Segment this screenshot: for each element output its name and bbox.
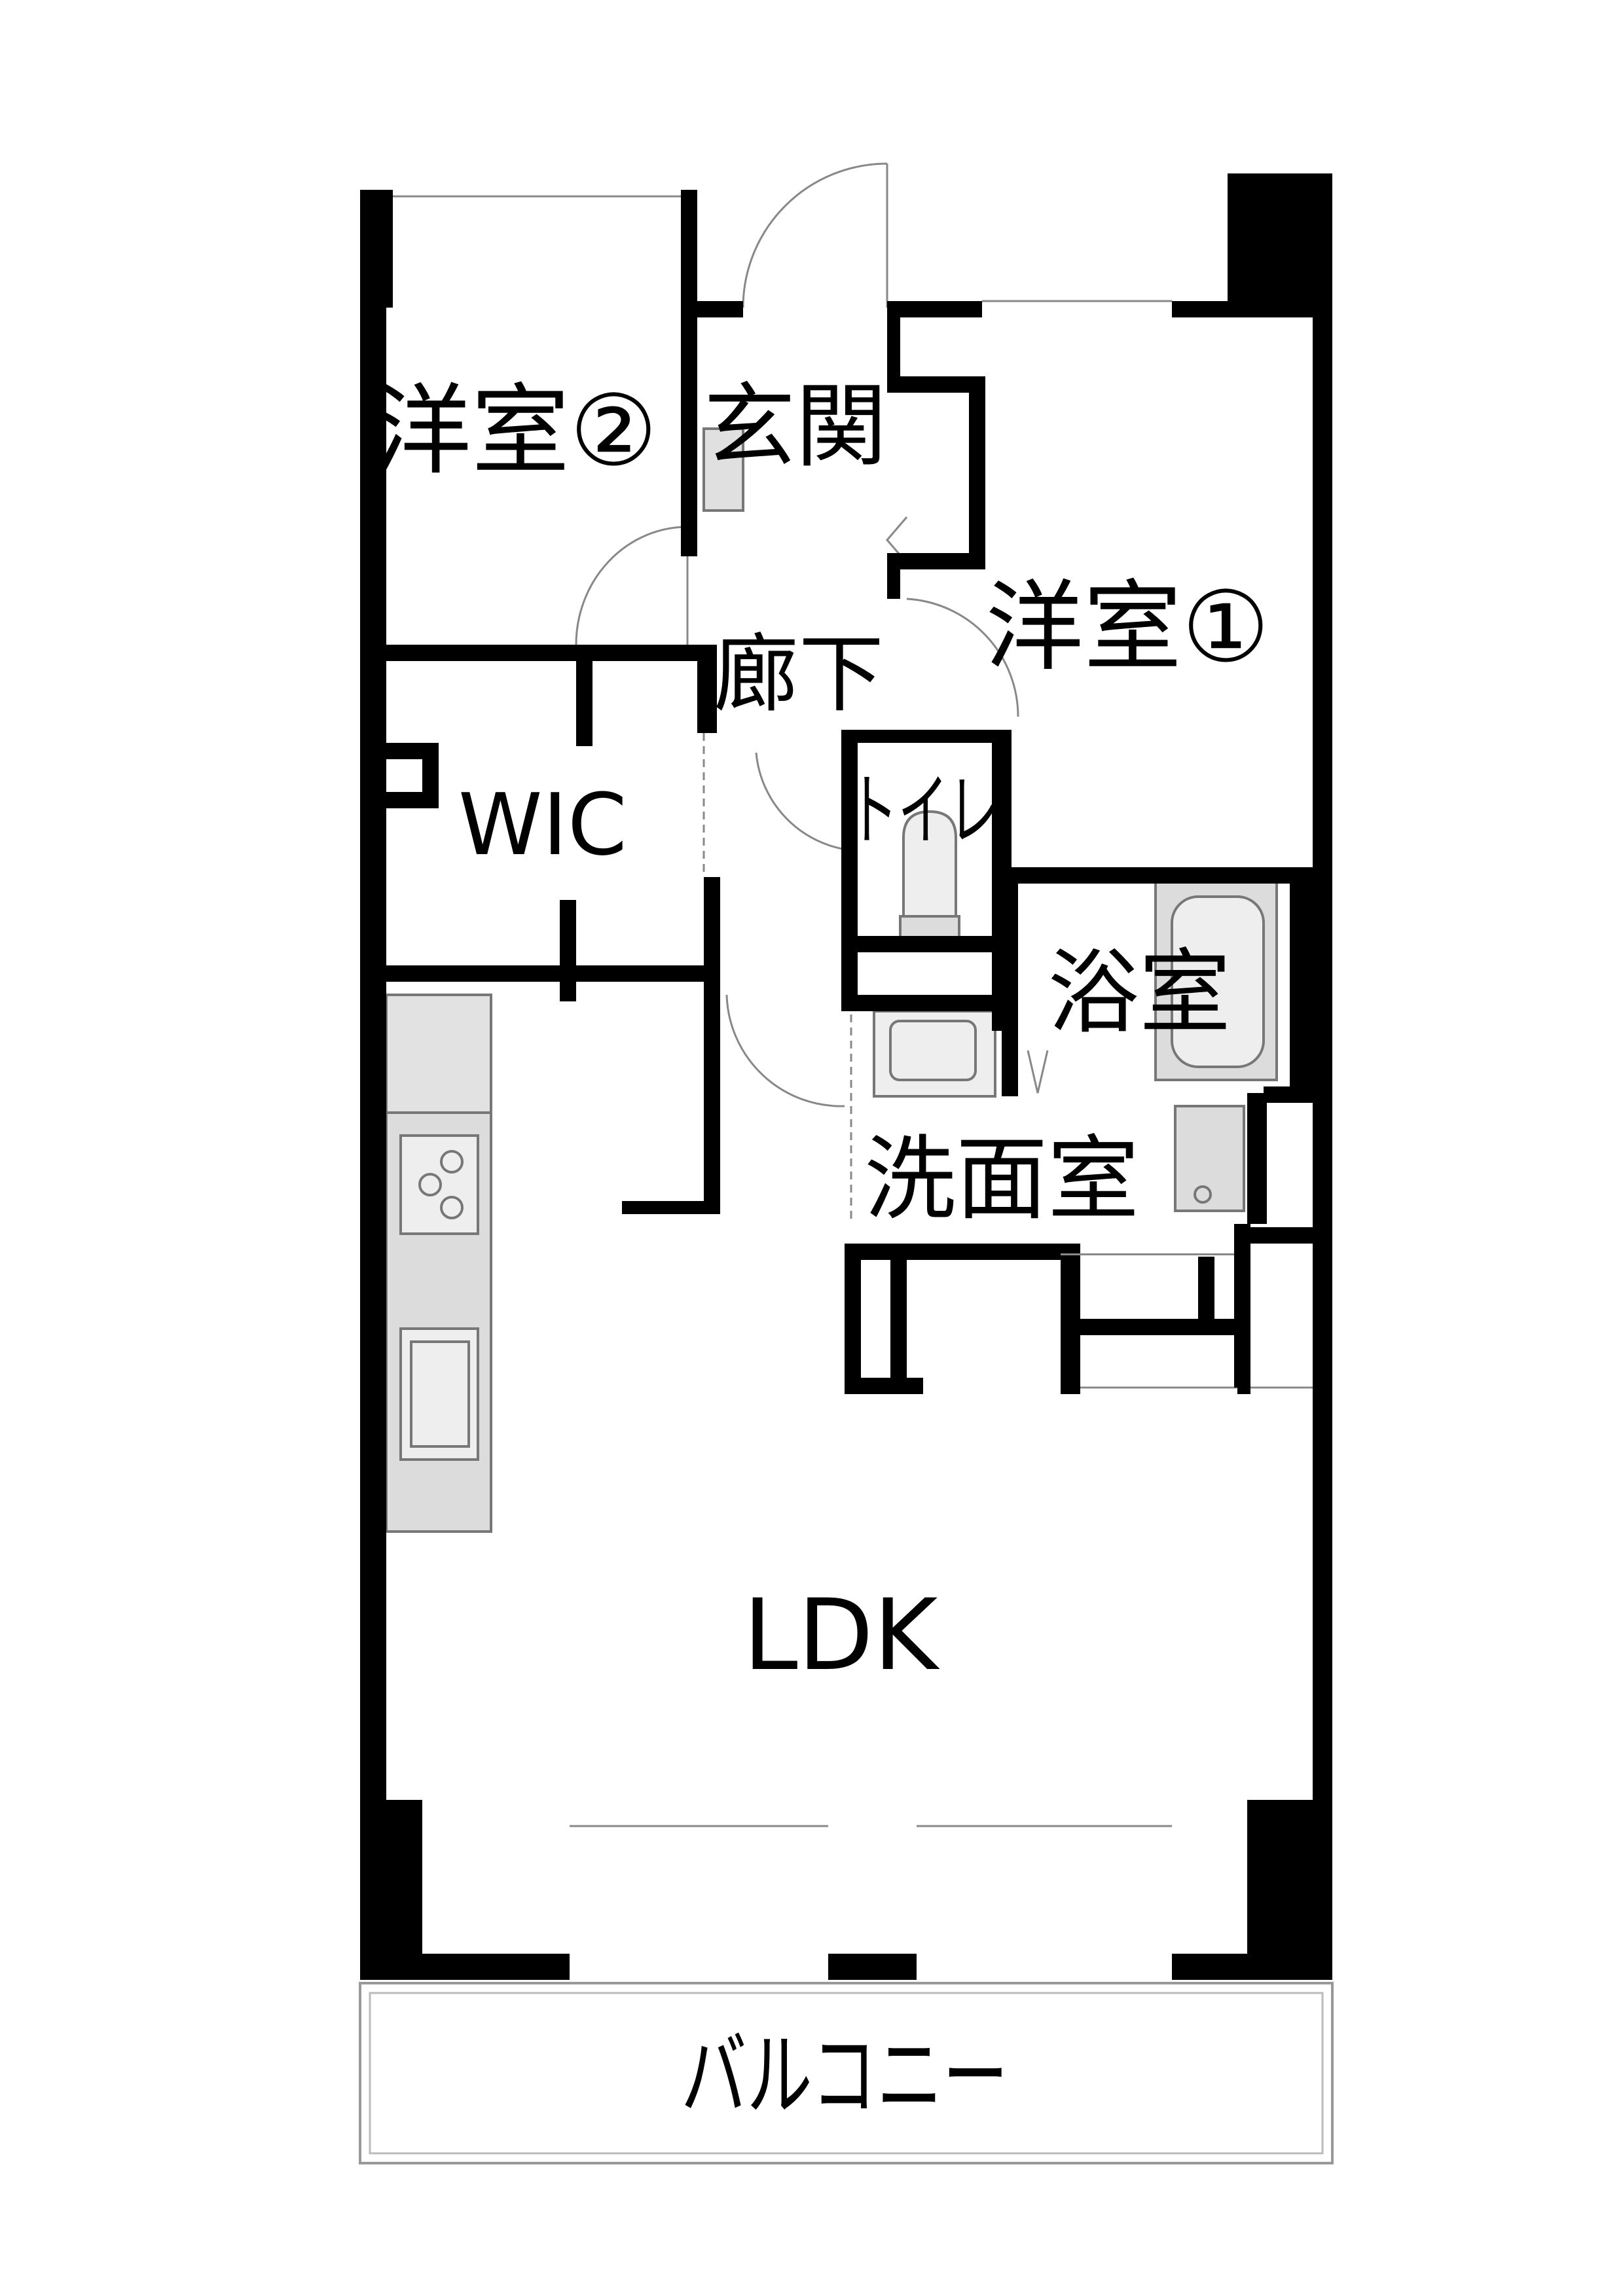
label-wic: WIC — [458, 775, 627, 874]
kitchen-cabinet-top — [385, 994, 492, 1114]
wall-bottom-2 — [828, 1954, 917, 1980]
corner-pillar-ne — [1228, 173, 1332, 304]
walls — [360, 173, 1332, 1980]
bath-fixtures — [702, 427, 1278, 1212]
wall-bottom-1 — [360, 1954, 570, 1980]
label-entrance: 玄関 — [704, 374, 887, 480]
wall-bottom-3 — [1172, 1954, 1332, 1980]
balcony-outline — [359, 1982, 1334, 2164]
label-balcony: バルコニー — [681, 2023, 1008, 2130]
entrance-floor-fixture — [702, 427, 744, 512]
burner-icon — [440, 1150, 464, 1174]
wall-left — [360, 190, 386, 1980]
label-toilet: トイレ — [848, 766, 998, 857]
room-labels: 洋室② 玄関 洋室① 廊下 WIC トイレ 浴室 洗面室 LDK バルコニー — [373, 374, 1269, 2130]
burner-icon — [418, 1173, 442, 1196]
drain-icon — [1194, 1185, 1212, 1204]
label-ldk: LDK — [743, 1579, 940, 1693]
kitchen-sink — [399, 1327, 479, 1461]
label-bathroom: 浴室 — [1048, 940, 1231, 1047]
label-western-room-1: 洋室① — [985, 571, 1269, 685]
kitchen-fixtures — [385, 994, 492, 1533]
burner-icon — [440, 1196, 464, 1219]
corner-pillar-sw — [360, 1800, 422, 1980]
corner-pillar-se — [1247, 1800, 1332, 1980]
toilet-bowl-icon — [902, 810, 957, 918]
label-hallway: 廊下 — [714, 624, 884, 724]
label-western-room-2: 洋室② — [373, 374, 657, 488]
door-swings — [393, 162, 1313, 1827]
label-washroom: 洗面室 — [864, 1126, 1139, 1233]
